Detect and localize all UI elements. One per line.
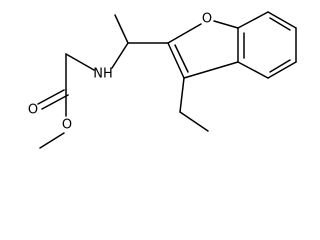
chemical-structure: O NH O O [28, 11, 297, 149]
bond-nh-ch2 [65, 53, 95, 71]
bond-c7a-o1 [213, 20, 239, 29]
atom-labels: O NH O O [28, 12, 212, 133]
bond-c7a-c7 [237, 11, 269, 29]
bond-c4-c3a [237, 61, 269, 79]
bond-ester-o-methyl [39, 132, 65, 149]
bonds [37, 11, 297, 149]
amine-label: NH [93, 67, 113, 82]
carbonyl-oxygen-label: O [28, 103, 38, 118]
bond-c3-c3a [183, 61, 239, 79]
bond-c3-ethyl-ch2 [179, 77, 185, 113]
bond-ch-nh [111, 42, 129, 69]
bond-o1-c2 [167, 23, 202, 44]
ring-oxygen-label: O [202, 12, 212, 27]
bond-ch-methyl [114, 14, 129, 44]
bond-carbonyl-o-double-a [37, 89, 65, 105]
bond-c2-c3-inner [174, 44, 189, 73]
bond-c2-c3 [167, 42, 185, 79]
bond-c5-c4 [267, 61, 297, 79]
bond-c7-c6 [267, 11, 297, 29]
ester-oxygen-label: O [62, 118, 72, 133]
bond-carbonyl-o-double-b [41, 94, 69, 110]
bond-c7-c6-inner [269, 17, 291, 31]
bond-c5-c4-inner [269, 59, 291, 73]
bond-ethyl-ch2-ch3 [179, 111, 209, 132]
